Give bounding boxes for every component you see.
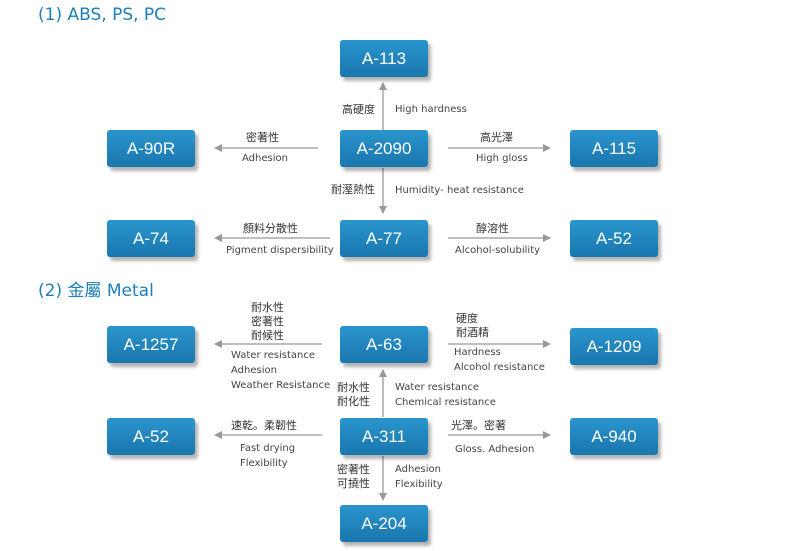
node-a-52-bottom: A-52 xyxy=(107,418,195,455)
node-a-113: A-113 xyxy=(340,40,428,77)
edge-label-en: High gloss xyxy=(476,153,528,164)
node-a-77: A-77 xyxy=(340,220,428,257)
node-a-1257: A-1257 xyxy=(107,326,195,363)
edge-label-zh: 密著性 xyxy=(246,131,279,144)
edge-label-zh: 高硬度 xyxy=(342,103,375,116)
edge-label-en: Adhesion xyxy=(242,153,288,164)
edge-label-en: High hardness xyxy=(395,104,467,115)
edge-label-zh-stack: 密著性 可撓性 xyxy=(337,463,370,490)
node-a-311: A-311 xyxy=(340,418,428,455)
node-a-74: A-74 xyxy=(107,220,195,257)
node-a-63: A-63 xyxy=(340,326,428,363)
node-a-90r: A-90R xyxy=(107,130,195,167)
edge-label-en: Gloss. Adhesion xyxy=(455,444,535,455)
node-a-940: A-940 xyxy=(570,418,658,455)
node-a-1209: A-1209 xyxy=(570,328,658,365)
section-title-metal: (2) 金屬 Metal xyxy=(38,281,154,301)
edge-label-zh: 顏料分散性 xyxy=(243,222,298,235)
edge-label-en: Humidity- heat resistance xyxy=(395,185,524,196)
edge-label-zh: 速乾。柔韌性 xyxy=(231,419,297,432)
edge-label-zh-stack: 耐水性 密著性 耐候性 xyxy=(251,301,284,342)
edge-label-zh: 高光澤 xyxy=(480,131,513,144)
edge-label-zh-stack: 耐水性 耐化性 xyxy=(337,381,370,408)
edge-label-zh: 光澤。密著 xyxy=(451,419,506,432)
edge-label-zh-stack: 硬度 耐酒精 xyxy=(456,312,489,339)
edge-label-en-stack: Hardness Alcohol resistance xyxy=(454,347,545,373)
edge-label-en-stack: Fast drying Flexibility xyxy=(240,443,296,469)
edge-label-zh: 醇溶性 xyxy=(476,222,509,235)
node-a-2090: A-2090 xyxy=(340,130,428,167)
node-a-52-top: A-52 xyxy=(570,220,658,257)
node-a-204: A-204 xyxy=(340,505,428,542)
section-title-abs: (1) ABS, PS, PC xyxy=(38,5,167,25)
edge-label-zh: 耐溼熱性 xyxy=(331,183,375,196)
edge-label-en-stack: Water resistance Adhesion Weather Resist… xyxy=(231,350,331,391)
edge-label-en-stack: Adhesion Flexibility xyxy=(395,464,443,490)
edge-label-en: Alcohol-solubility xyxy=(455,245,541,256)
node-a-115: A-115 xyxy=(570,130,658,167)
edge-label-en: Pigment dispersibility xyxy=(226,245,334,256)
edge-label-en-stack: Water resistance Chemical resistance xyxy=(395,382,496,408)
